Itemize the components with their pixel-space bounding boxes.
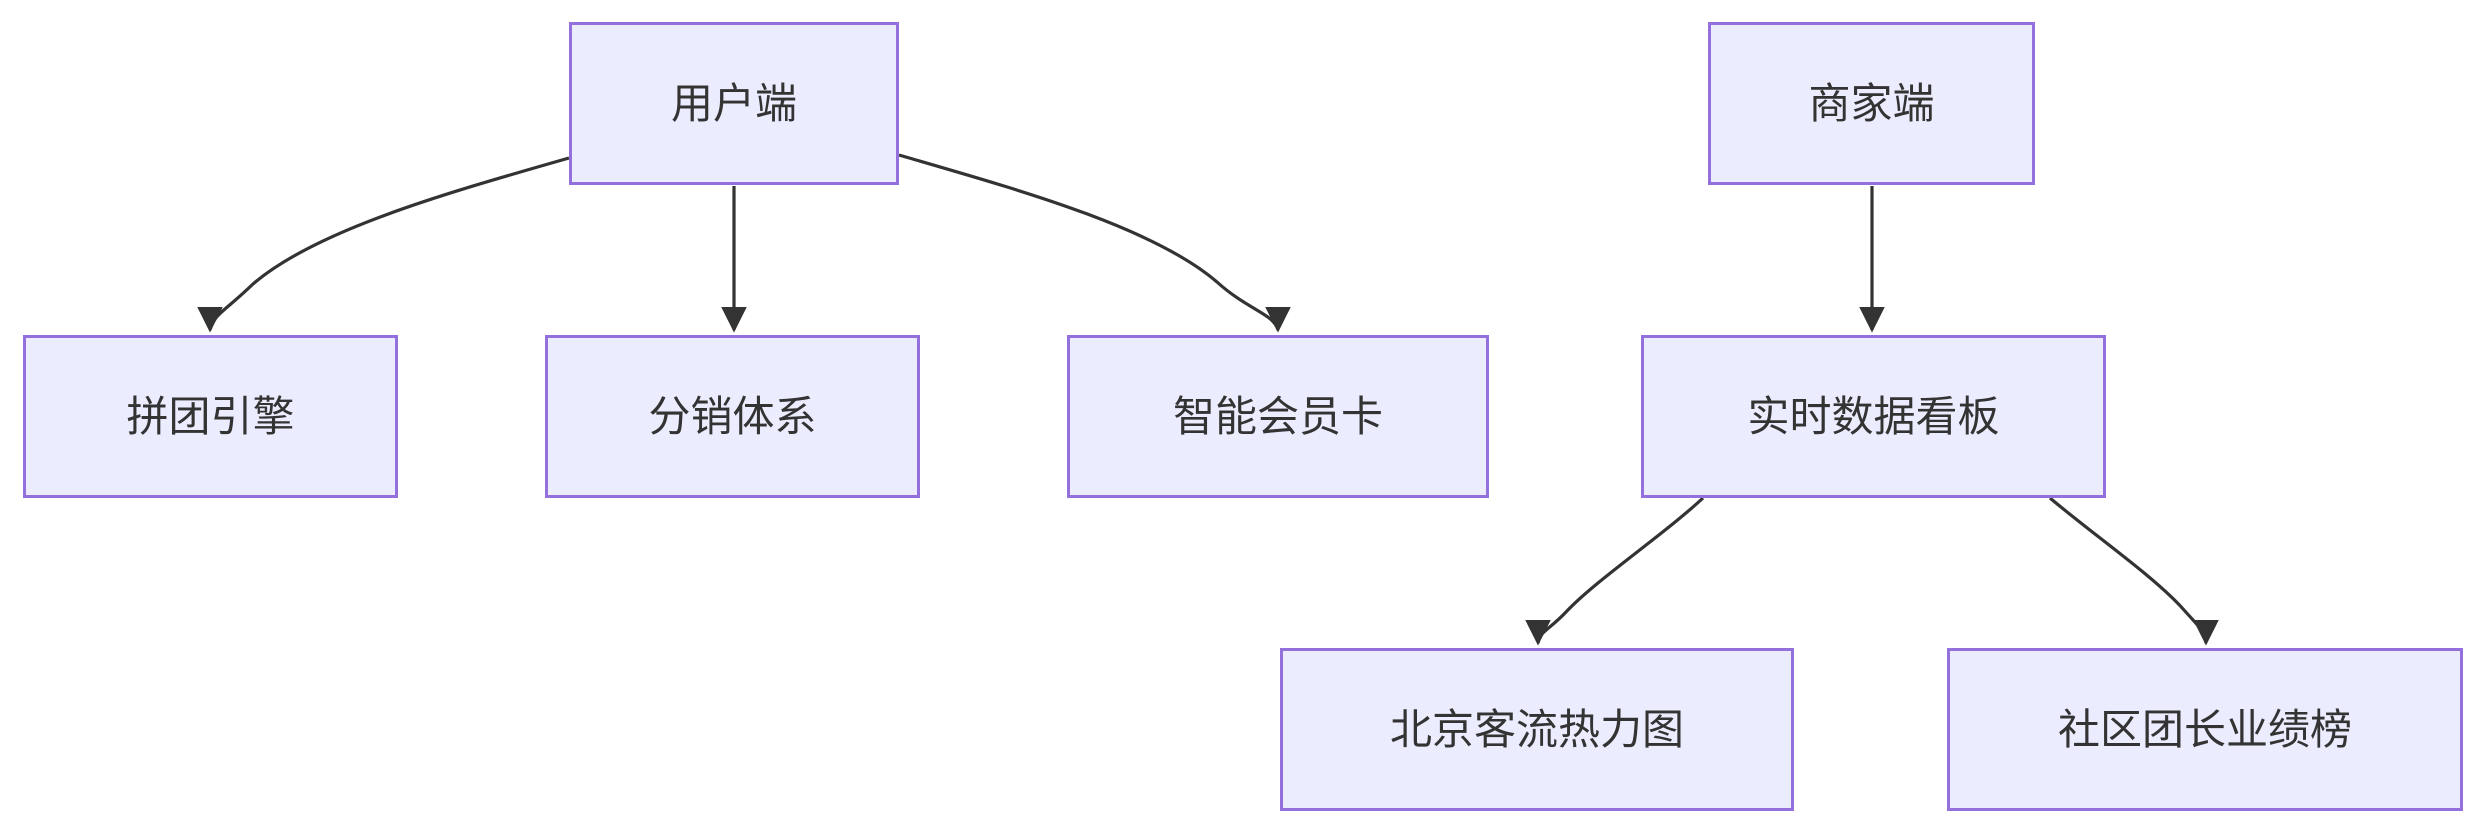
node-realtime-dashboard: 实时数据看板 xyxy=(1641,335,2106,498)
node-distribution-system: 分销体系 xyxy=(545,335,920,498)
node-smart-member-card: 智能会员卡 xyxy=(1067,335,1489,498)
node-merchant-client: 商家端 xyxy=(1708,22,2035,185)
edge-dashboard-to-heatmap xyxy=(1525,496,1705,646)
edge-user-to-groupbuy xyxy=(197,156,570,333)
node-community-leaderboard: 社区团长业绩榜 xyxy=(1947,648,2463,811)
node-beijing-heatmap: 北京客流热力图 xyxy=(1280,648,1794,811)
edge-dashboard-to-leaderboard xyxy=(2048,496,2219,646)
edge-user-to-membercard xyxy=(898,153,1291,333)
node-user-client: 用户端 xyxy=(569,22,899,185)
node-groupbuy-engine: 拼团引擎 xyxy=(23,335,398,498)
